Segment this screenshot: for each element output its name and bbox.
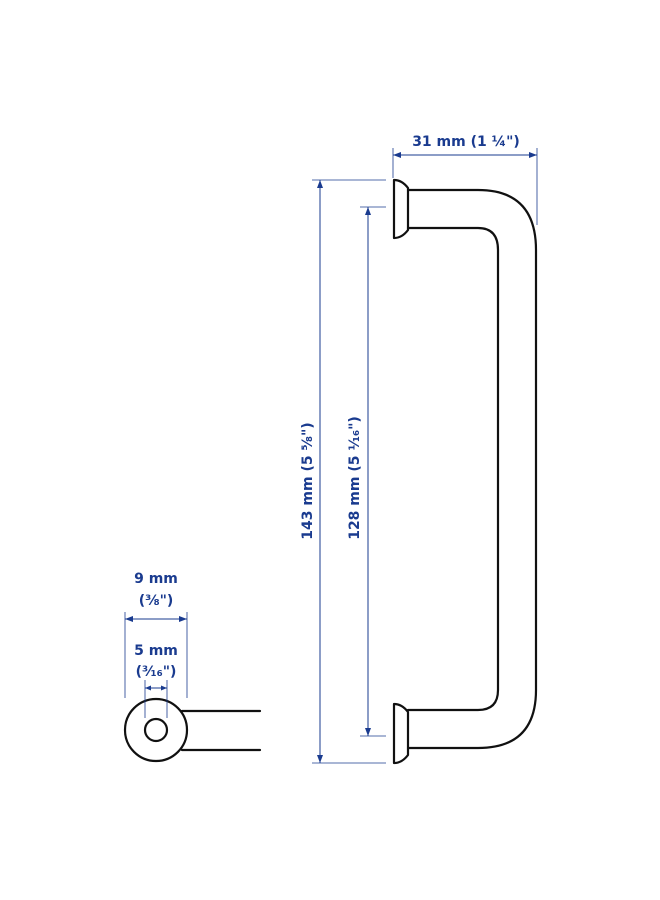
dimension-outer-diameter: 9 mm (⅜") <box>124 571 188 698</box>
handle-bar-outer <box>406 188 538 750</box>
cross-section-outer-circle <box>123 697 189 763</box>
total-length-label: 143 mm (5 ⅝") <box>300 422 316 539</box>
dimension-width-top: 31 mm (1 ¼") <box>392 134 538 225</box>
cross-section-hole <box>143 717 169 743</box>
hole-spacing-label: 128 mm (5 ¹⁄₁₆") <box>347 416 363 540</box>
dimension-hole-spacing: 128 mm (5 ¹⁄₁₆") <box>347 206 386 737</box>
dimension-inner-diameter: 5 mm (³⁄₁₆") <box>134 643 178 718</box>
handle-bar-inner <box>406 226 500 712</box>
top-foot <box>392 178 410 240</box>
bottom-foot <box>392 702 410 765</box>
width-top-label: 31 mm (1 ¼") <box>412 134 520 150</box>
handle-cross-section <box>123 697 262 763</box>
outer-diameter-in-label: (⅜") <box>139 593 174 609</box>
handle-side-view <box>392 178 538 765</box>
inner-diameter-in-label: (³⁄₁₆") <box>136 664 177 680</box>
inner-diameter-mm-label: 5 mm <box>134 643 178 659</box>
dimension-total-length: 143 mm (5 ⅝") <box>300 179 386 764</box>
outer-diameter-mm-label: 9 mm <box>134 571 178 587</box>
